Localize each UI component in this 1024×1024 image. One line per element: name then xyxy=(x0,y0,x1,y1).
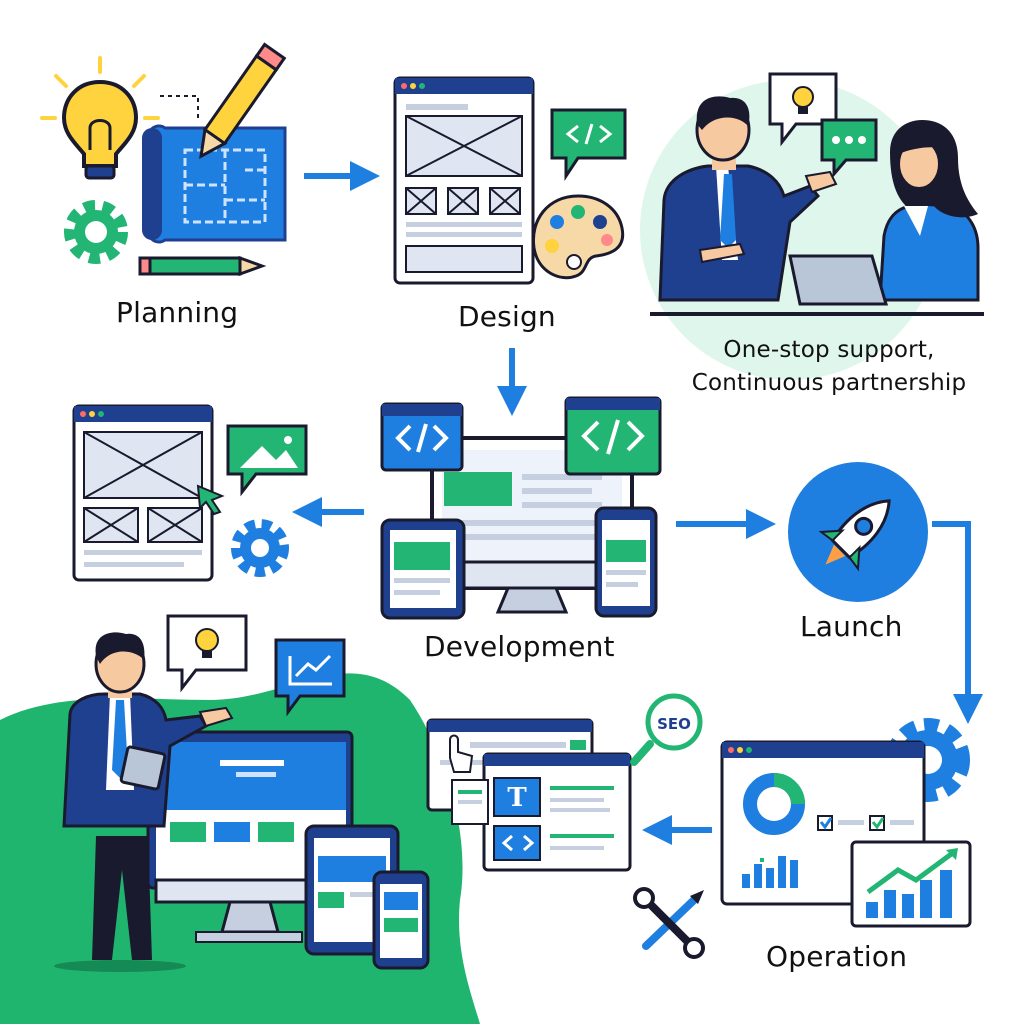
support-team-illustration xyxy=(650,72,984,316)
design-label: Design xyxy=(458,300,556,333)
chart-bubble-icon xyxy=(274,638,346,717)
gear-icon xyxy=(231,519,289,577)
flow-arrows xyxy=(292,161,983,845)
development-label: Development xyxy=(424,630,615,663)
side-window xyxy=(451,779,489,825)
operation-illustration xyxy=(633,718,972,959)
code-window-right xyxy=(564,396,662,476)
green-pencil-icon xyxy=(138,255,267,277)
phone-device xyxy=(372,870,430,970)
businesswoman-figure xyxy=(878,120,980,302)
lightbulb-icon xyxy=(40,56,160,180)
businessman-figure xyxy=(658,96,838,302)
growth-chart-card xyxy=(850,840,972,928)
launch-label: Launch xyxy=(800,610,903,643)
image-bubble-icon xyxy=(226,424,308,497)
tagline-line-2: Continuous partnership xyxy=(691,370,967,396)
wireframe-mockup-illustration xyxy=(72,404,308,582)
chat-bubble-icon xyxy=(820,118,878,179)
laptop-icon xyxy=(788,254,888,306)
dashed-connector xyxy=(160,95,199,120)
seo-magnifier-icon xyxy=(630,693,703,766)
development-illustration xyxy=(380,396,662,620)
lightbulb-bubble-icon xyxy=(768,72,838,147)
code-bubble-icon xyxy=(550,108,627,181)
seo-badge-text: SEO xyxy=(657,715,691,733)
palette-icon xyxy=(531,194,625,280)
launch-illustration xyxy=(788,462,928,602)
presenter-illustration xyxy=(54,614,430,972)
blueprint-icon xyxy=(142,124,287,244)
tablet-device xyxy=(380,518,466,620)
gear-icon xyxy=(64,200,128,264)
wrench-screwdriver-icon xyxy=(633,887,705,959)
lightbulb-bubble-icon xyxy=(166,614,248,693)
cursor-icon xyxy=(196,484,225,516)
arrow-launch-to-operation xyxy=(932,521,983,724)
rocket-icon xyxy=(818,499,891,572)
planning-illustration xyxy=(40,42,287,277)
browser-window-front xyxy=(482,752,632,872)
pencil-icon xyxy=(199,42,287,159)
design-illustration xyxy=(393,76,627,285)
hand-cursor-icon xyxy=(449,734,474,773)
presenter-figure xyxy=(54,632,234,972)
tagline: One-stop support, Continuous partnership xyxy=(664,334,994,400)
phone-device xyxy=(594,506,658,618)
text-tool-glyph: T xyxy=(507,783,527,813)
code-window-left xyxy=(380,402,464,472)
wireframe-window xyxy=(393,76,535,285)
tagline-line-1: One-stop support, xyxy=(723,337,935,363)
planning-label: Planning xyxy=(116,296,239,329)
content-management-illustration xyxy=(426,693,703,872)
operation-label: Operation xyxy=(766,940,908,973)
